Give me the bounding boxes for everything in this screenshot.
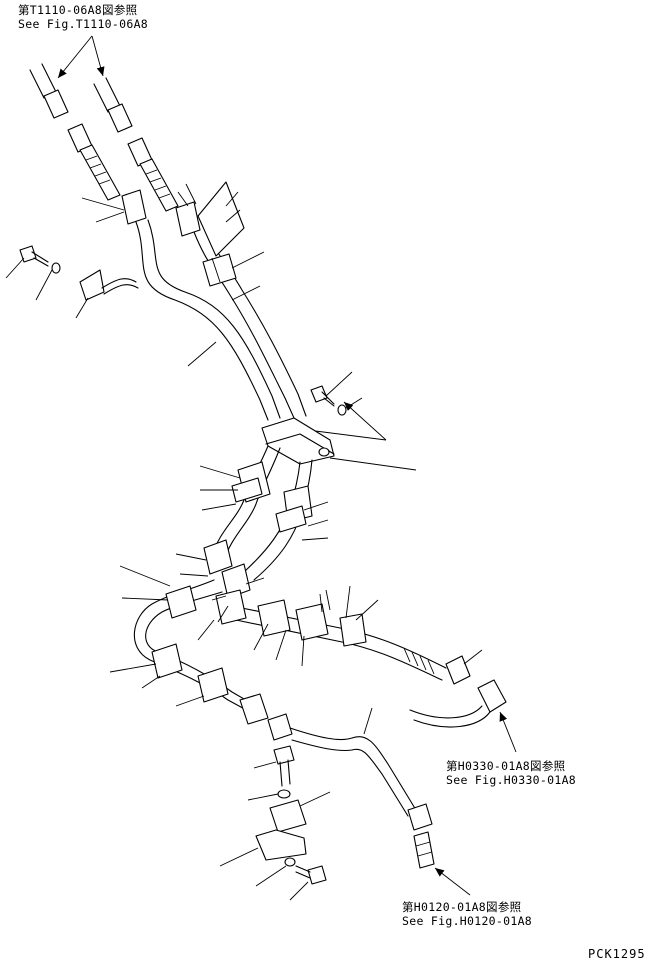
lower-left-loop [133,579,269,725]
center-bolt [310,385,347,416]
upper-hose-pair [67,123,307,421]
right-hose [215,589,507,728]
reference-mid: 第H0330-01A8図参照 See Fig.H0330-01A8 [446,759,576,787]
leader-lines [5,183,483,901]
reference-mid-jp: 第H0330-01A8図参照 [446,759,566,773]
reference-bot-jp: 第H0120-01A8図参照 [402,900,522,914]
drawing-code: PCK1295 [588,947,646,961]
clip-assembly-left [19,245,139,301]
steel-tube [267,713,435,869]
clip-assembly-bottom [255,745,327,885]
reference-mid-en: See Fig.H0330-01A8 [446,773,577,787]
reference-bot: 第H0120-01A8図参照 See Fig.H0120-01A8 [402,900,532,928]
center-bracket [261,417,335,465]
reference-arrows [57,35,517,896]
reference-top-en: See Fig.T1110-06A8 [18,17,149,31]
label-tag [197,181,245,257]
incoming-hose-stubs [29,63,133,133]
reference-top: 第T1110-06A8図参照 See Fig.T1110-06A8 [18,3,148,31]
reference-top-jp: 第T1110-06A8図参照 [18,3,138,17]
middle-hoses [203,445,313,599]
reference-bot-en: See Fig.H0120-01A8 [402,914,533,928]
